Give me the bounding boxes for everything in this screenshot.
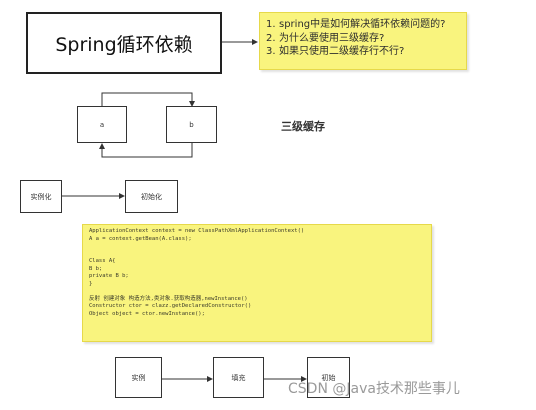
code-line: B b; xyxy=(89,265,103,272)
main-title: Spring循环依赖 xyxy=(55,33,193,56)
code-line: 反射 创建对象 构造方法,类对象.获取构造器,newInstance() xyxy=(89,295,248,302)
code-line: A a = context.getBean(A.class); xyxy=(89,235,192,242)
arrow-b-to-a xyxy=(99,141,193,158)
question-item: 1.spring中是如何解决循环依赖问题的? xyxy=(266,19,446,30)
code-note: ApplicationContext context = new ClassPa… xyxy=(82,224,432,342)
code-line xyxy=(89,243,425,251)
question-item: 2.为什么要使用三级缓存? xyxy=(266,32,385,44)
code-line: ApplicationContext context = new ClassPa… xyxy=(89,228,305,234)
code-line: Constructor ctor = clazz.getDeclaredCons… xyxy=(89,303,252,309)
init-box: 初始 xyxy=(307,357,350,398)
question-item: 3.如果只使用二级缓存行不行? xyxy=(266,46,405,57)
code-line: Class A{ xyxy=(89,258,116,264)
watermark-text: CSDN @Java技术那些事儿 xyxy=(288,381,460,397)
code-line: private B b; xyxy=(89,273,129,279)
main-title-box: Spring循环依赖 xyxy=(26,12,222,74)
cycle-box-b: b xyxy=(166,106,217,143)
instantiate-box: 实例化 xyxy=(20,180,62,213)
questions-list: 1.spring中是如何解决循环依赖问题的? 2.为什么要使用三级缓存? 3.如… xyxy=(266,18,462,59)
cache-label: 三级缓存 xyxy=(281,120,325,133)
initialize-box: 初始化 xyxy=(125,180,178,213)
instance-box: 实例 xyxy=(115,357,162,398)
cycle-box-a: a xyxy=(77,106,127,143)
fill-box: 填充 xyxy=(213,357,264,398)
code-line: } xyxy=(89,280,93,287)
code-line: Object object = ctor.newInstance(); xyxy=(89,310,205,317)
code-line xyxy=(89,251,425,259)
code-line xyxy=(89,288,425,296)
arrow-a-to-b xyxy=(101,92,195,108)
questions-note: 1.spring中是如何解决循环依赖问题的? 2.为什么要使用三级缓存? 3.如… xyxy=(259,12,467,70)
